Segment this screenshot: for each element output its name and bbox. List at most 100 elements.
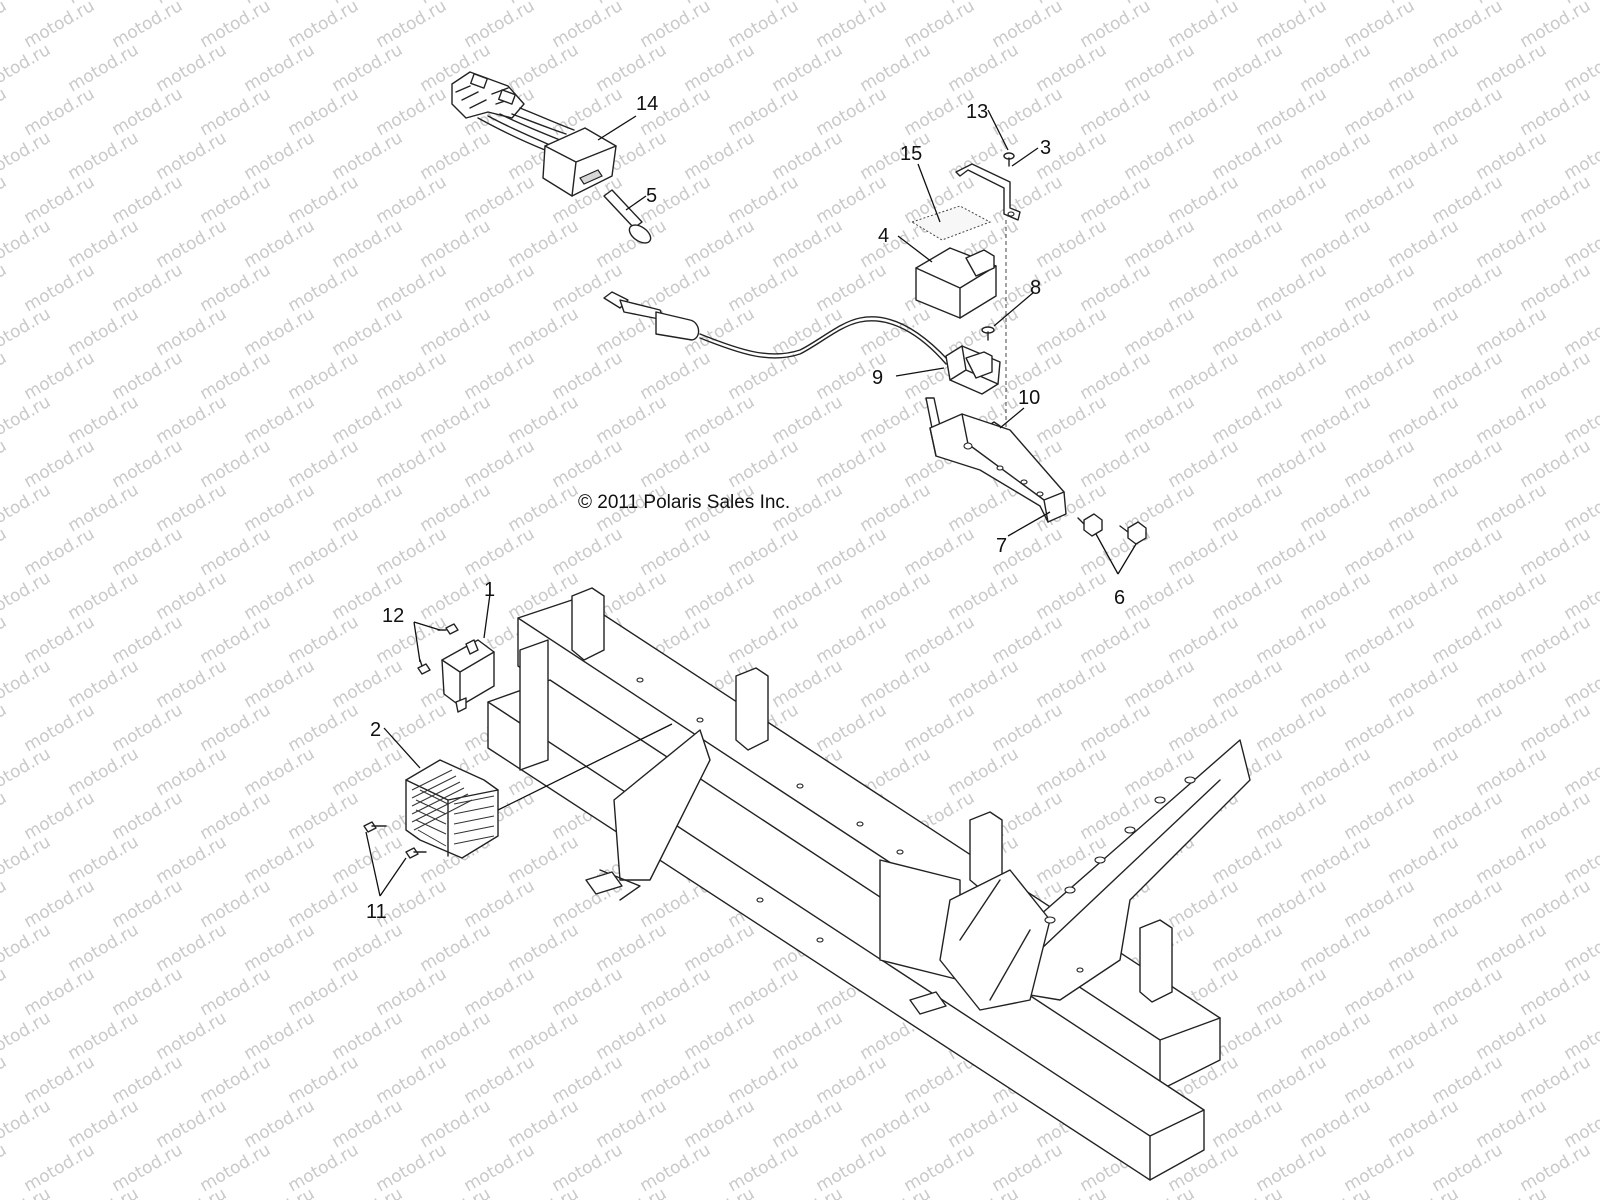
watermark-text: motod.ru bbox=[945, 1184, 1023, 1200]
watermark-text: motod.ru bbox=[1297, 216, 1375, 272]
watermark-text: motod.ru bbox=[0, 0, 54, 8]
watermark-text: motod.ru bbox=[0, 216, 54, 272]
watermark-text: motod.ru bbox=[1385, 1096, 1463, 1152]
watermark-text: motod.ru bbox=[21, 700, 99, 756]
watermark-text: motod.ru bbox=[1297, 40, 1375, 96]
watermark-text: motod.ru bbox=[549, 348, 627, 404]
watermark-text: motod.ru bbox=[285, 612, 363, 668]
watermark-text: motod.ru bbox=[1429, 260, 1507, 316]
watermark-text: motod.ru bbox=[505, 392, 583, 448]
watermark-text: motod.ru bbox=[1121, 392, 1199, 448]
watermark-text: motod.ru bbox=[769, 40, 847, 96]
watermark-text: motod.ru bbox=[505, 480, 583, 536]
watermark-text: motod.ru bbox=[989, 700, 1067, 756]
watermark-text: motod.ru bbox=[1473, 832, 1551, 888]
watermark-text: motod.ru bbox=[1209, 1184, 1287, 1200]
watermark-text: motod.ru bbox=[21, 348, 99, 404]
watermark-text: motod.ru bbox=[461, 0, 539, 52]
watermark-text: motod.ru bbox=[1341, 1140, 1419, 1196]
watermark-text: motod.ru bbox=[373, 172, 451, 228]
watermark-text: motod.ru bbox=[21, 1052, 99, 1108]
watermark-text: motod.ru bbox=[461, 1052, 539, 1108]
watermark-text: motod.ru bbox=[857, 1184, 935, 1200]
watermark-text: motod.ru bbox=[1209, 40, 1287, 96]
watermark-text: motod.ru bbox=[1033, 216, 1111, 272]
watermark-text: motod.ru bbox=[153, 1096, 231, 1152]
watermark-text: motod.ru bbox=[329, 656, 407, 712]
watermark-text: motod.ru bbox=[1385, 832, 1463, 888]
watermark-text: motod.ru bbox=[21, 524, 99, 580]
watermark-text: motod.ru bbox=[285, 172, 363, 228]
watermark-text: motod.ru bbox=[65, 128, 143, 184]
watermark-text: motod.ru bbox=[21, 876, 99, 932]
watermark-text: motod.ru bbox=[549, 1140, 627, 1196]
watermark-text: motod.ru bbox=[989, 0, 1067, 52]
watermark-text: motod.ru bbox=[1429, 612, 1507, 668]
watermark-text: motod.ru bbox=[109, 348, 187, 404]
watermark-text: motod.ru bbox=[1517, 1140, 1595, 1196]
watermark-text: motod.ru bbox=[373, 436, 451, 492]
watermark-text: motod.ru bbox=[725, 172, 803, 228]
watermark-text: motod.ru bbox=[769, 392, 847, 448]
watermark-text: motod.ru bbox=[1209, 304, 1287, 360]
watermark-text: motod.ru bbox=[153, 656, 231, 712]
watermark-text: motod.ru bbox=[0, 524, 10, 580]
watermark-text: motod.ru bbox=[1341, 612, 1419, 668]
watermark-text: motod.ru bbox=[153, 568, 231, 624]
callout-9: 9 bbox=[872, 367, 883, 389]
watermark-text: motod.ru bbox=[1121, 40, 1199, 96]
watermark-text: motod.ru bbox=[769, 1096, 847, 1152]
watermark-text: motod.ru bbox=[1517, 964, 1595, 1020]
watermark-text: motod.ru bbox=[197, 964, 275, 1020]
watermark-text: motod.ru bbox=[241, 656, 319, 712]
watermark-text: motod.ru bbox=[153, 480, 231, 536]
watermark-text: motod.ru bbox=[769, 216, 847, 272]
watermark-text: motod.ru bbox=[1341, 260, 1419, 316]
watermark-text: motod.ru bbox=[901, 1140, 979, 1196]
copyright-notice: © 2011 Polaris Sales Inc. bbox=[578, 492, 790, 513]
callout-labels: 1 2 3 4 5 6 7 8 9 10 11 12 13 14 15 bbox=[366, 93, 1125, 923]
assembly-line-regulator bbox=[497, 723, 673, 811]
watermark-text: motod.ru bbox=[285, 436, 363, 492]
watermark-text: motod.ru bbox=[1165, 260, 1243, 316]
watermark-text: motod.ru bbox=[1385, 216, 1463, 272]
watermark-text: motod.ru bbox=[1253, 348, 1331, 404]
watermark-text: motod.ru bbox=[373, 524, 451, 580]
watermark-text: motod.ru bbox=[1341, 788, 1419, 844]
watermark-text: motod.ru bbox=[461, 260, 539, 316]
watermark-text: motod.ru bbox=[241, 40, 319, 96]
watermark-text: motod.ru bbox=[637, 436, 715, 492]
watermark-text: motod.ru bbox=[0, 172, 10, 228]
watermark-text: motod.ru bbox=[1165, 612, 1243, 668]
watermark-text: motod.ru bbox=[65, 1008, 143, 1064]
watermark-text: motod.ru bbox=[241, 568, 319, 624]
watermark-text: motod.ru bbox=[945, 1096, 1023, 1152]
watermark-text: motod.ru bbox=[461, 172, 539, 228]
callout-6: 6 bbox=[1114, 587, 1125, 609]
watermark-text: motod.ru bbox=[109, 1052, 187, 1108]
watermark-text: motod.ru bbox=[285, 700, 363, 756]
watermark-text: motod.ru bbox=[1517, 172, 1595, 228]
watermark-text: motod.ru bbox=[1385, 656, 1463, 712]
watermark-text: motod.ru bbox=[813, 1140, 891, 1196]
callout-11: 11 bbox=[366, 901, 387, 923]
watermark-text: motod.ru bbox=[725, 1140, 803, 1196]
watermark-text: motod.ru bbox=[65, 656, 143, 712]
watermark-text: motod.ru bbox=[945, 656, 1023, 712]
watermark-text: motod.ru bbox=[329, 128, 407, 184]
watermark-text: motod.ru bbox=[1209, 392, 1287, 448]
watermark-text: motod.ru bbox=[769, 304, 847, 360]
watermark-text: motod.ru bbox=[725, 524, 803, 580]
watermark-text: motod.ru bbox=[153, 1008, 231, 1064]
watermark-text: motod.ru bbox=[1297, 920, 1375, 976]
callout-10: 10 bbox=[1018, 387, 1040, 409]
watermark-text: motod.ru bbox=[65, 568, 143, 624]
watermark-text: motod.ru bbox=[1473, 920, 1551, 976]
watermark-text: motod.ru bbox=[1341, 0, 1419, 52]
watermark-text: motod.ru bbox=[1165, 436, 1243, 492]
watermark-text: motod.ru bbox=[549, 964, 627, 1020]
watermark-text: motod.ru bbox=[1517, 700, 1595, 756]
watermark-text: motod.ru bbox=[461, 436, 539, 492]
watermark-text: motod.ru bbox=[65, 1184, 143, 1200]
